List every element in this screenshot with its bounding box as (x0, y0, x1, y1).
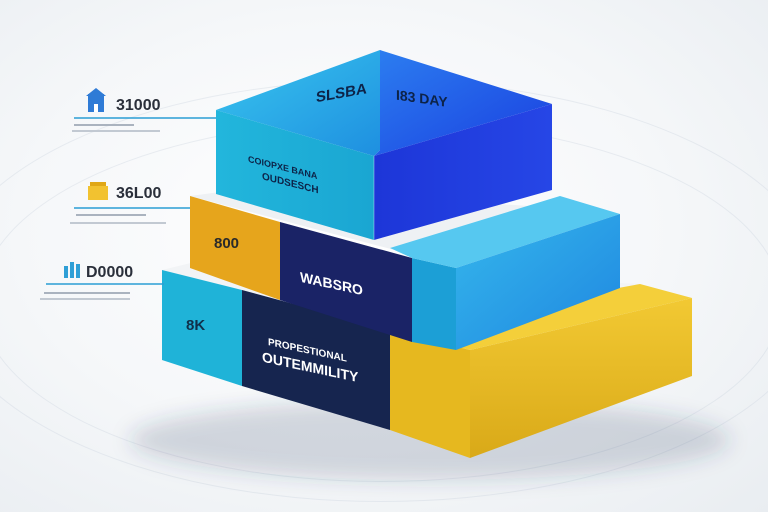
top-tier-right-text: I83 DAY (396, 87, 448, 110)
bottom-tier-cyan-face (162, 270, 242, 386)
callout-1-caption (72, 130, 160, 132)
callout-3-caption (40, 298, 130, 300)
middle-tier-bar-side (456, 214, 620, 350)
building-icon-roof (86, 88, 106, 96)
callout-1: 31000 (72, 88, 216, 132)
top-tier-cap-right (374, 50, 552, 156)
top-tier-cap-left (216, 50, 380, 156)
callout-2-caption (70, 222, 166, 224)
callout-2-value: 36L00 (116, 185, 161, 202)
box-stack-icon (88, 186, 108, 200)
middle-tier-bar-front (412, 258, 456, 350)
middle-tier-bar-top (390, 196, 620, 268)
top-tier-blue-face (374, 104, 552, 240)
callout-2-caption (76, 214, 146, 216)
box-stack-icon-lid (90, 182, 106, 186)
bar-chart-icon (70, 262, 74, 278)
callout-3: D0000 (40, 262, 164, 300)
middle-tier-yellow-face (190, 196, 280, 300)
middle-tier-side-text: 800 (214, 235, 239, 252)
middle-tier-navy-face (280, 222, 412, 342)
top-tier-cyan-face (216, 110, 374, 240)
building-icon-door (94, 104, 98, 112)
callout-2: 36L00 (70, 182, 190, 224)
building-icon (88, 94, 104, 112)
callout-3-caption (44, 292, 130, 294)
bar-chart-icon (64, 266, 68, 278)
bottom-tier-yellow-side (470, 298, 692, 458)
callout-1-value: 31000 (116, 97, 161, 114)
bottom-tier-yellow-front (390, 330, 470, 458)
callout-3-value: D0000 (86, 264, 133, 281)
callout-1-caption (74, 124, 134, 126)
bottom-tier-side-text: 8K (186, 317, 205, 334)
top-tier (216, 50, 552, 240)
bottom-tier-navy-face (242, 290, 390, 430)
bar-chart-icon (76, 264, 80, 278)
